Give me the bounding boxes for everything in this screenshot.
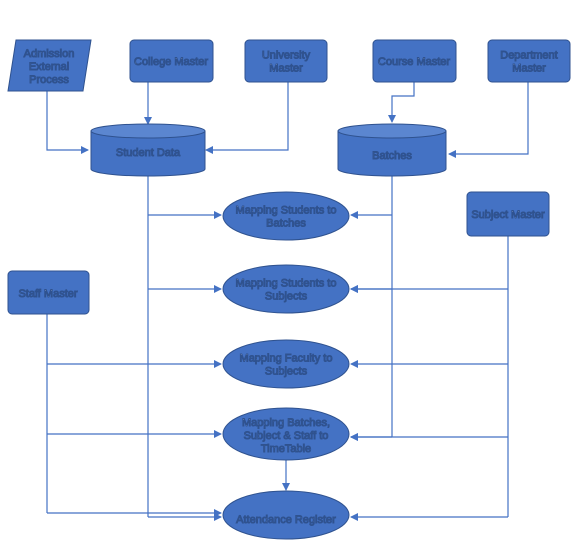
college-master-label: College Master [134, 56, 208, 68]
attendance-register-label: Attendance Register [236, 514, 336, 526]
subject-master-label-line: Subject Master [471, 209, 545, 221]
college-master-label-line: College Master [134, 56, 208, 68]
university-master-label-line: Master [269, 63, 303, 75]
map-students-batches-label-line: Batches [266, 218, 306, 230]
map-batches-timetable-label-line: Subject & Staff to [244, 430, 329, 442]
university-master-label-line: University [262, 50, 311, 62]
subject-master-node: Subject Master [466, 191, 550, 237]
college-master-node: College Master [129, 39, 214, 83]
admission-label-line: External [29, 61, 69, 73]
course-master-node: Course Master [372, 39, 457, 83]
student-data-node: Student Data [90, 123, 206, 177]
subject-master-label: Subject Master [471, 209, 545, 221]
connector-department-batches [448, 82, 529, 158]
map-students-subjects-label-line: Mapping Students to [236, 278, 337, 290]
staff-master-node: Staff Master [7, 270, 90, 315]
student-data-label: Student Data [116, 147, 181, 159]
batches-label-line: Batches [372, 150, 412, 162]
student-data-label-line: Student Data [116, 147, 181, 159]
staff-master-label: Staff Master [18, 288, 77, 300]
connectors [46, 82, 529, 521]
course-master-label: Course Master [378, 56, 450, 68]
course-master-label-line: Course Master [378, 56, 450, 68]
batches-node: Batches [337, 123, 447, 177]
attendance-register-node: Attendance Register [222, 490, 350, 540]
batches-label: Batches [372, 150, 412, 162]
map-students-subjects-label-line: Subjects [265, 291, 308, 303]
staff-master-label-line: Staff Master [18, 288, 77, 300]
map-students-batches-label-line: Mapping Students to [236, 205, 337, 217]
department-master-label-line: Department [500, 50, 557, 62]
map-faculty-subjects-label-line: Subjects [265, 366, 308, 378]
map-batches-timetable-label-line: TimeTable [261, 443, 311, 455]
attendance-register-label-line: Attendance Register [236, 514, 336, 526]
connector-admission-student-data [46, 91, 89, 154]
map-batches-timetable-label-line: Mapping Batches, [242, 417, 330, 429]
connector-university-student-data [205, 82, 289, 154]
department-master-label-line: Master [512, 63, 546, 75]
admission-label-line: Process [29, 74, 69, 86]
connector-course-batches [388, 82, 415, 123]
map-faculty-subjects-label-line: Mapping Faculty to [240, 353, 333, 365]
admission-label-line: Admission [24, 48, 75, 60]
